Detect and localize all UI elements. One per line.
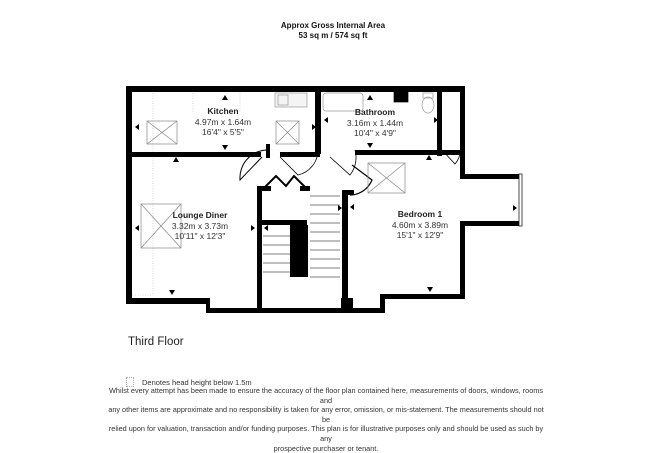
- legend: Denotes head height below 1.5m: [126, 377, 252, 387]
- gross-area-title: Approx Gross Internal Area: [280, 21, 386, 30]
- room-imperial: 10'11" x 12'3": [174, 231, 226, 241]
- low-headroom-zones: [130, 93, 241, 296]
- toilet: [421, 96, 435, 114]
- walls: [126, 86, 523, 313]
- room-name: Bedroom 1: [397, 209, 443, 219]
- floor-title: Third Floor: [128, 336, 184, 348]
- room-name: Kitchen: [207, 106, 239, 116]
- disclaimer-line: relied upon for valuation, transaction a…: [108, 424, 544, 443]
- sink-bowl: [277, 94, 289, 106]
- floor-plan: [126, 86, 523, 313]
- toilet-cistern: [422, 92, 434, 99]
- disclaimer-line: Whilst every attempt has been made to en…: [109, 386, 543, 405]
- room-imperial: 16'4" x 5'5": [202, 127, 244, 137]
- gross-area-value: 53 sq m / 574 sq ft: [298, 31, 368, 40]
- head-height-swatch-icon: [126, 377, 134, 387]
- room-label-lounge-diner: Lounge Diner 3.32m x 3.73m 10'11" x 12'3…: [160, 210, 240, 242]
- doors: [239, 149, 461, 196]
- disclaimer: Whilst every attempt has been made to en…: [104, 386, 548, 453]
- disclaimer-line: prospective purchaser or tenant.: [273, 443, 379, 453]
- room-label-bedroom-1: Bedroom 1 4.60m x 3.89m 15'1" x 12'9": [380, 209, 460, 241]
- legend-label: Denotes head height below 1.5m: [142, 377, 252, 387]
- gross-area-header: Approx Gross Internal Area 53 sq m / 574…: [0, 21, 650, 41]
- chimney: [393, 91, 409, 103]
- room-label-bathroom: Bathroom 3.16m x 1.44m 10'4" x 4'9": [340, 107, 410, 139]
- room-imperial: 10'4" x 4'9": [354, 128, 396, 138]
- room-metric: 3.16m x 1.44m: [346, 117, 404, 128]
- disclaimer-line: any other items are approximate and no r…: [108, 405, 544, 424]
- skylights: [140, 120, 406, 249]
- room-metric: 4.60m x 3.89m: [391, 219, 449, 230]
- fixtures: [274, 91, 435, 114]
- room-imperial: 15'1" x 12'9": [396, 230, 444, 240]
- room-name: Bathroom: [354, 107, 396, 117]
- dimension-markers: [135, 95, 517, 295]
- room-name: Lounge Diner: [172, 210, 228, 220]
- room-metric: 4.97m x 1.64m: [194, 116, 252, 127]
- room-label-kitchen: Kitchen 4.97m x 1.64m 16'4" x 5'5": [188, 106, 258, 138]
- staircase: [263, 195, 340, 278]
- room-metric: 3.32m x 3.73m: [171, 220, 229, 231]
- bathtub: [322, 92, 364, 112]
- sink-unit: [274, 92, 308, 108]
